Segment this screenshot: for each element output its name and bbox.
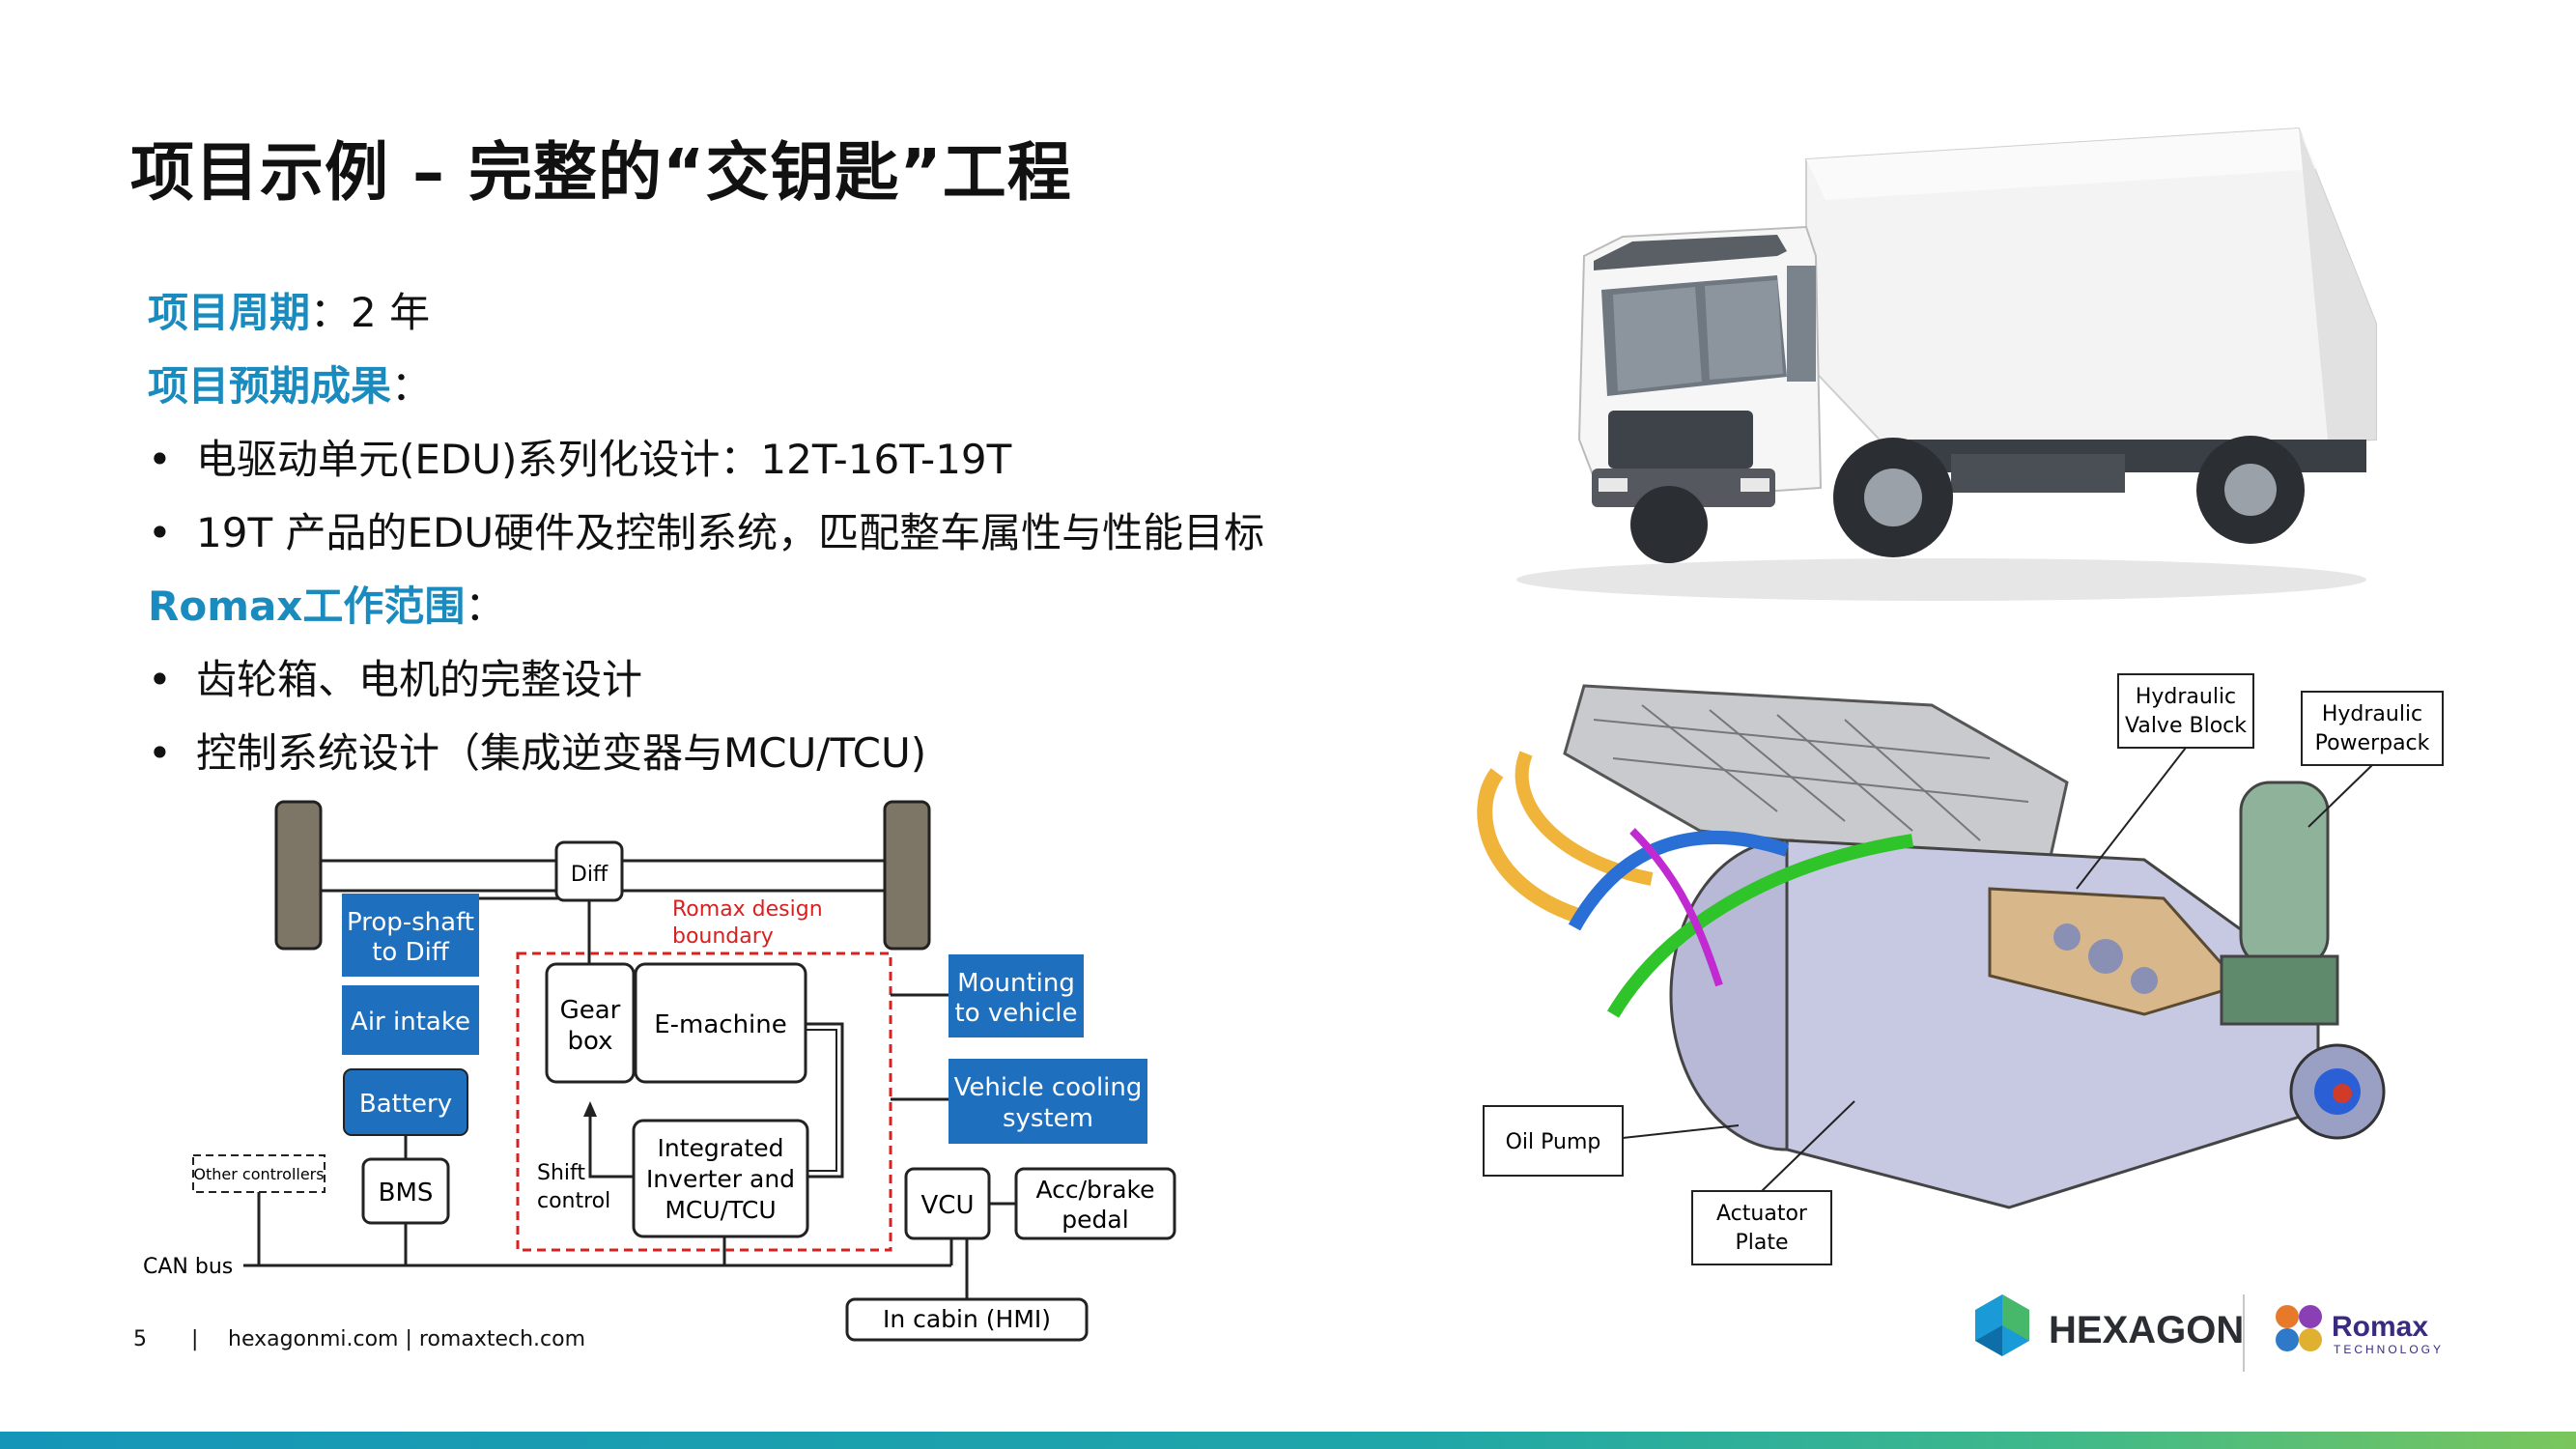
inverter-label-1: Integrated [658, 1134, 784, 1162]
emachine-label: E-machine [654, 1010, 787, 1039]
romax-logo-icon [2276, 1305, 2322, 1351]
hvb-callout [2117, 673, 2254, 749]
bottom-color-bar [0, 1432, 2576, 1449]
inverter-label-3: MCU/TCU [665, 1196, 776, 1224]
bms-label: BMS [379, 1179, 434, 1208]
outcome-text-2: 19T 产品的EDU硬件及控制系统，匹配整车属性与性能目标 [196, 509, 1265, 556]
boundary-label-1: Romax design [672, 897, 823, 922]
diff-label: Diff [571, 863, 609, 887]
shift-label-1: Shift [537, 1161, 585, 1185]
other-controllers-box [192, 1154, 326, 1193]
footer-url: hexagonmi.com | romaxtech.com [228, 1327, 586, 1351]
period-value: ：2 年 [310, 289, 431, 336]
bullet-dot: • [148, 656, 172, 703]
outcome-label: 项目预期成果 [148, 362, 392, 410]
romax-logo-subtext: TECHNOLOGY [2334, 1343, 2444, 1356]
outcome-item-1: • 电驱动单元(EDU)系列化设计：12T-16T-19T [148, 427, 1011, 486]
mounting-block [948, 954, 1084, 1037]
cabin-box [845, 1297, 1089, 1342]
mounting-label-2: to vehicle [955, 999, 1078, 1028]
outcome-item-2: • 19T 产品的EDU硬件及控制系统，匹配整车属性与性能目标 [148, 500, 1264, 559]
pedal-label-1: Acc/brake [1035, 1176, 1154, 1204]
bullet-dot: • [148, 436, 172, 483]
scope-line: Romax工作范围： [148, 574, 505, 633]
inverter-label-2: Inverter and [646, 1165, 795, 1193]
prop-shaft-label-1: Prop-shaft [347, 908, 474, 937]
vcu-label: VCU [921, 1191, 975, 1220]
prop-shaft-block [342, 894, 479, 977]
period-label: 项目周期 [148, 289, 311, 336]
scope-item-1: • 齿轮箱、电机的完整设计 [148, 647, 642, 706]
battery-label: Battery [359, 1090, 452, 1119]
scope-colon: ： [465, 582, 506, 630]
project-outcome-line: 项目预期成果： [148, 354, 432, 412]
hpp-label-1: Hydraulic [2322, 702, 2422, 726]
pedal-label-2: pedal [1062, 1206, 1128, 1234]
can-bus-label: CAN bus [143, 1255, 233, 1279]
slide-title: 项目示例 – 完整的“交钥匙”工程 [130, 135, 1072, 210]
romax-logo: Romax TECHNOLOGY [2276, 1305, 2444, 1356]
hvb-label-2: Valve Block [2125, 714, 2247, 738]
scope-label: Romax工作范围 [148, 582, 466, 630]
romax-boundary [516, 952, 892, 1252]
project-period-line: 项目周期：2 年 [148, 280, 430, 339]
boundary-label-2: boundary [672, 924, 774, 949]
right-wheel [883, 800, 931, 951]
bullet-dot: • [148, 509, 172, 556]
gearbox-label-2: box [568, 1027, 613, 1056]
hpp-label-2: Powerpack [2315, 731, 2430, 755]
actuator-label-1: Actuator [1716, 1202, 1808, 1226]
air-intake-block [342, 985, 479, 1055]
footer-separator: | [191, 1327, 199, 1351]
romax-logo-text: Romax [2332, 1311, 2428, 1343]
oil-pump-callout [1483, 1105, 1624, 1177]
scope-text-2: 控制系统设计（集成逆变器与MCU/TCU) [196, 729, 927, 777]
edu-render-image [1477, 684, 2386, 1209]
actuator-label-2: Plate [1735, 1231, 1788, 1255]
bullet-dot: • [148, 729, 172, 777]
cooling-label-2: system [1003, 1104, 1093, 1133]
cooling-block [948, 1059, 1147, 1144]
hexagon-logo: HEXAGON [1975, 1294, 2244, 1356]
prop-shaft-label-2: to Diff [372, 938, 450, 967]
mounting-label-1: Mounting [957, 969, 1075, 998]
air-intake-label: Air intake [351, 1008, 470, 1037]
other-controllers-label: Other controllers [193, 1165, 324, 1183]
hexagon-logo-text: HEXAGON [2049, 1309, 2244, 1351]
outcome-text-1: 电驱动单元(EDU)系列化设计：12T-16T-19T [196, 436, 1012, 483]
scope-item-2: • 控制系统设计（集成逆变器与MCU/TCU) [148, 721, 926, 780]
page-number: 5 [133, 1327, 147, 1351]
oil-pump-label: Oil Pump [1506, 1130, 1601, 1154]
pedal-box [1014, 1167, 1176, 1240]
shift-label-2: control [537, 1189, 610, 1213]
outcome-colon: ： [391, 362, 433, 410]
inverter-box [632, 1119, 809, 1238]
hvb-label-1: Hydraulic [2136, 685, 2236, 709]
cooling-label-1: Vehicle cooling [954, 1073, 1143, 1102]
scope-text-1: 齿轮箱、电机的完整设计 [196, 656, 643, 703]
gearbox-label-1: Gear [560, 996, 621, 1025]
left-wheel [274, 800, 323, 951]
logo-divider [2243, 1294, 2245, 1372]
truck-image [1516, 127, 2377, 601]
actuator-callout [1691, 1190, 1832, 1265]
cabin-label: In cabin (HMI) [883, 1305, 1051, 1333]
hpp-callout [2301, 691, 2444, 766]
